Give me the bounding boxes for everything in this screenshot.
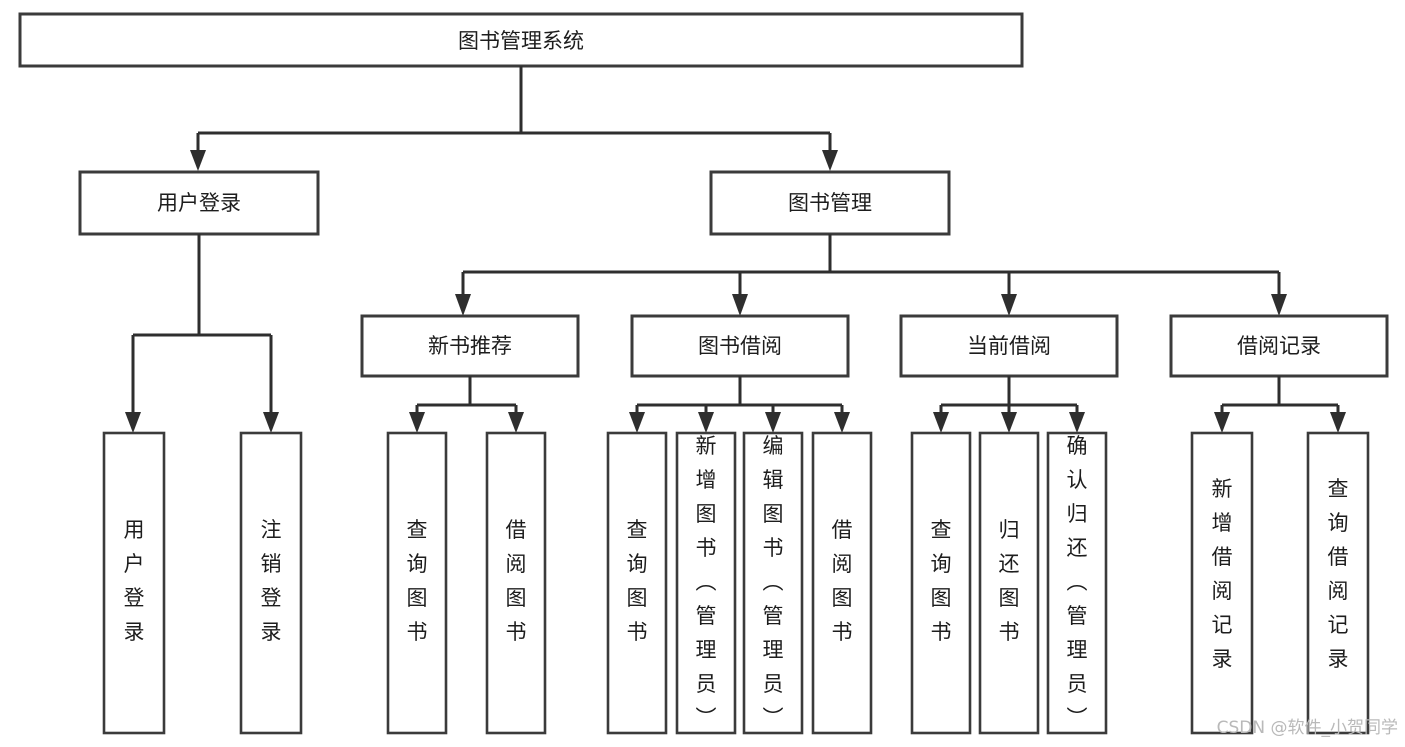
leaf-node[interactable]: 查询借阅记录 xyxy=(1306,431,1370,735)
current-borrow-label: 当前借阅 xyxy=(967,334,1051,358)
leaf-node[interactable]: 借阅图书 xyxy=(485,431,547,735)
arrow-user-login-icon xyxy=(190,150,206,171)
arrow-borrow-record-icon xyxy=(1271,294,1287,316)
leaf-box xyxy=(386,431,448,735)
leaf-node[interactable]: 确认归还︵管理员︶ xyxy=(1046,431,1108,735)
arrow-leaf-edit-book-icon xyxy=(765,412,781,433)
leaf-node[interactable]: 借阅图书 xyxy=(811,431,873,735)
book-borrow-label: 图书借阅 xyxy=(698,334,782,358)
leaf-node[interactable]: 编辑图书︵管理员︶ xyxy=(742,431,804,735)
leaf-node[interactable]: 查询图书 xyxy=(606,431,668,735)
connector-current-borrow-to-leaves xyxy=(933,376,1085,433)
root-box xyxy=(18,12,1024,68)
arrow-leaf-query-1-icon xyxy=(409,412,425,433)
leaf-label: 查询借阅记录 xyxy=(1328,477,1349,671)
new-book-recommend-box xyxy=(360,314,580,378)
book-management-box xyxy=(709,170,951,236)
arrow-leaf-add-record-icon xyxy=(1214,412,1230,433)
node-user-login[interactable]: 用户登录 xyxy=(78,170,320,236)
leaf-node[interactable]: 用户登录 xyxy=(102,431,166,735)
arrow-leaf-borrow-1-icon xyxy=(508,412,524,433)
leaf-box xyxy=(1306,431,1370,735)
borrow-record-label: 借阅记录 xyxy=(1237,334,1321,358)
leaf-label: 注销登录 xyxy=(261,518,282,644)
leaf-label: 新增图书︵管理员︶ xyxy=(696,434,717,730)
arrow-leaf-borrow-2-icon xyxy=(834,412,850,433)
arrow-leaf-user-login-icon xyxy=(125,412,141,433)
connector-root-to-level2 xyxy=(190,66,838,171)
leaf-box xyxy=(239,431,303,735)
leaf-label: 确认归还︵管理员︶ xyxy=(1067,434,1088,730)
user-login-label: 用户登录 xyxy=(157,191,241,215)
new-book-recommend-label: 新书推荐 xyxy=(428,334,512,358)
leaf-box xyxy=(675,431,737,735)
arrow-current-borrow-icon xyxy=(1001,294,1017,316)
connector-new-book-to-leaves xyxy=(409,376,524,433)
watermark-text: CSDN @软件_小贺同学 xyxy=(1217,718,1398,738)
leaf-box xyxy=(606,431,668,735)
leaf-label: 借阅图书 xyxy=(832,518,853,644)
leaf-node[interactable]: 归还图书 xyxy=(978,431,1040,735)
leaf-label: 归还图书 xyxy=(999,518,1020,644)
node-book-borrow[interactable]: 图书借阅 xyxy=(630,314,850,378)
leaf-label: 借阅图书 xyxy=(506,518,527,644)
leaf-label: 编辑图书︵管理员︶ xyxy=(763,434,784,730)
arrow-leaf-logout-icon xyxy=(263,412,279,433)
leaf-label: 新增借阅记录 xyxy=(1212,477,1233,671)
node-new-book-recommend[interactable]: 新书推荐 xyxy=(360,314,580,378)
leaf-label: 查询图书 xyxy=(627,518,648,644)
arrow-book-borrow-icon xyxy=(732,294,748,316)
leaf-box xyxy=(742,431,804,735)
leaf-node[interactable]: 查询图书 xyxy=(910,431,972,735)
book-management-label: 图书管理 xyxy=(788,191,872,215)
leaf-label: 查询图书 xyxy=(931,518,952,644)
leaf-box xyxy=(811,431,873,735)
arrow-leaf-query-record-icon xyxy=(1330,412,1346,433)
arrow-leaf-confirm-return-icon xyxy=(1069,412,1085,433)
book-borrow-box xyxy=(630,314,850,378)
leaf-label: 查询图书 xyxy=(407,518,428,644)
borrow-record-box xyxy=(1169,314,1389,378)
arrow-leaf-add-book-icon xyxy=(698,412,714,433)
connector-book-management-to-level3 xyxy=(455,234,1287,316)
arrow-leaf-return-book-icon xyxy=(1001,412,1017,433)
arrow-leaf-query-2-icon xyxy=(629,412,645,433)
leaf-box xyxy=(485,431,547,735)
leaf-box xyxy=(978,431,1040,735)
node-book-management[interactable]: 图书管理 xyxy=(709,170,951,236)
connector-borrow-record-to-leaves xyxy=(1214,376,1346,433)
current-borrow-box xyxy=(899,314,1119,378)
connector-user-login-to-leaves xyxy=(125,234,279,433)
leaf-box xyxy=(102,431,166,735)
leaf-label: 用户登录 xyxy=(124,518,145,644)
arrow-book-management-icon xyxy=(822,150,838,171)
leaf-box xyxy=(910,431,972,735)
leaf-node[interactable]: 新增图书︵管理员︶ xyxy=(675,431,737,735)
leaf-box xyxy=(1190,431,1254,735)
arrow-new-book-icon xyxy=(455,294,471,316)
connector-book-borrow-to-leaves xyxy=(629,376,850,433)
root-label: 图书管理系统 xyxy=(458,29,584,53)
node-root[interactable]: 图书管理系统 xyxy=(18,12,1024,68)
node-borrow-record[interactable]: 借阅记录 xyxy=(1169,314,1389,378)
leaf-box xyxy=(1046,431,1108,735)
leaf-node[interactable]: 注销登录 xyxy=(239,431,303,735)
arrow-leaf-query-3-icon xyxy=(933,412,949,433)
leaf-node[interactable]: 查询图书 xyxy=(386,431,448,735)
leaf-node[interactable]: 新增借阅记录 xyxy=(1190,431,1254,735)
node-current-borrow[interactable]: 当前借阅 xyxy=(899,314,1119,378)
